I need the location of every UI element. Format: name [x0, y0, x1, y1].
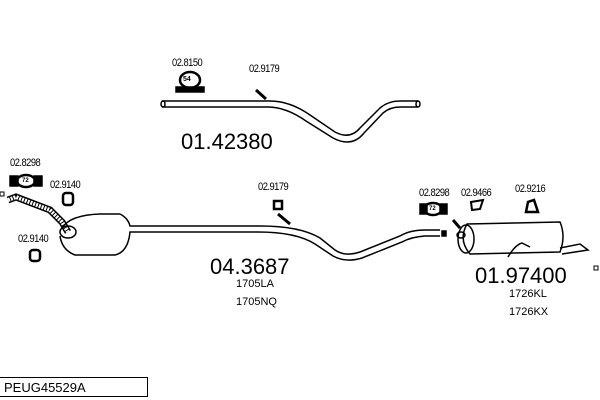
clamp-icon — [419, 201, 448, 217]
clamp-badge: 72 — [22, 178, 29, 184]
rubber-mount-icon — [28, 248, 42, 263]
mount-icon — [524, 198, 540, 214]
part-number-clamp: 02.8298 — [419, 187, 450, 199]
part-number-front-pipe: 01.42380 — [181, 129, 273, 154]
ref-number: 1705LA — [236, 278, 274, 290]
hanger-icon — [254, 88, 268, 101]
mount-icon — [469, 198, 485, 212]
part-number-rubber: 02.9140 — [50, 179, 81, 191]
clamp-icon — [175, 70, 205, 93]
ref-number: 1705NQ — [236, 296, 277, 308]
pipe-04-3687 — [6, 193, 447, 261]
hanger-icon — [272, 199, 284, 211]
clamp-icon — [9, 173, 43, 189]
part-number-mount: 02.9466 — [461, 187, 492, 199]
part-number-clamp: 02.8298 — [10, 157, 41, 169]
hanger-rod-icon — [277, 212, 291, 226]
part-number-rubber: 02.9140 — [18, 233, 49, 245]
part-number-mount: 02.9216 — [515, 183, 546, 195]
diagram-code: PEUG45529A — [0, 377, 148, 397]
part-number-middle-section: 04.3687 — [210, 254, 290, 279]
part-number-hanger: 02.9179 — [249, 63, 280, 75]
ref-number: 1726KL — [509, 288, 547, 300]
part-number-hanger: 02.9179 — [258, 181, 289, 193]
part-number-rear-silencer: 01.97400 — [475, 263, 567, 288]
ref-number: 1726KX — [509, 306, 549, 318]
part-number-clamp: 02.8150 — [172, 57, 203, 69]
clamp-badge: 72 — [429, 206, 436, 212]
silencer-01-97400 — [451, 219, 590, 258]
pipe-01-42380 — [160, 100, 421, 143]
clamp-badge: 54 — [183, 76, 191, 83]
rubber-mount-icon — [61, 191, 75, 207]
